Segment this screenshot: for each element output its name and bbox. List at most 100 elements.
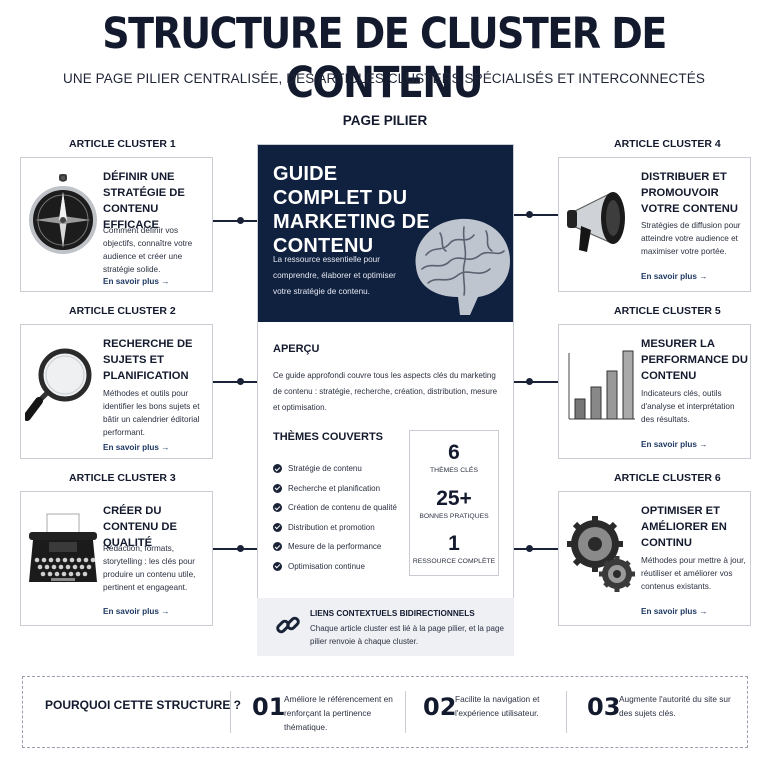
cluster-desc-6: Méthodes pour mettre à jour, réutiliser …	[641, 556, 746, 591]
cluster-title-3: CRÉER DU CONTENU DE QUALITÉ	[103, 505, 177, 549]
megaphone-icon	[563, 168, 639, 264]
why-box: POURQUOI CETTE STRUCTURE ? 01 Améliore l…	[22, 676, 748, 748]
cluster-card-4[interactable]: DISTRIBUER ET PROMOUVOIR VOTRE CONTENU S…	[558, 157, 751, 292]
stat-label: RESSOURCE COMPLÈTE	[412, 558, 496, 565]
cluster-desc-2: Méthodes et outils pour identifier les b…	[103, 389, 200, 437]
stat-label: THÈMES CLÉS	[430, 467, 478, 474]
check-icon	[273, 464, 282, 474]
connector-dot-5	[526, 378, 533, 385]
connector-4	[514, 214, 558, 216]
connector-5	[514, 381, 558, 383]
check-icon	[273, 483, 282, 493]
theme-item: Stratégie de contenu	[273, 459, 413, 479]
cluster-card-3[interactable]: CRÉER DU CONTENU DE QUALITÉ Rédaction, f…	[20, 491, 213, 626]
connector-3	[213, 548, 257, 550]
why-divider	[405, 691, 406, 733]
theme-item: Mesure de la performance	[273, 537, 413, 557]
cluster-title-5: MESURER LA PERFORMANCE DU CONTENU	[641, 338, 748, 382]
stat-resource: 1 RESSOURCE COMPLÈTE	[410, 532, 498, 565]
connector-2	[213, 381, 257, 383]
links-text: Chaque article cluster est lié à la page…	[310, 624, 504, 646]
cluster-link-3[interactable]: En savoir plus →	[103, 607, 170, 616]
links-box: LIENS CONTEXTUELS BIDIRECTIONNELS Chaque…	[257, 598, 514, 656]
cluster-label-3: ARTICLE CLUSTER 3	[69, 472, 176, 484]
cluster-link-5[interactable]: En savoir plus →	[641, 440, 708, 449]
cluster-link-6[interactable]: En savoir plus →	[641, 607, 708, 616]
themes-list: Stratégie de contenu Recherche et planif…	[273, 459, 413, 576]
cluster-title-2: RECHERCHE DE SUJETS ET PLANIFICATION	[103, 338, 193, 382]
connector-dot-1	[237, 217, 244, 224]
links-title: LIENS CONTEXTUELS BIDIRECTIONNELS	[310, 609, 475, 618]
overview-title: APERÇU	[273, 343, 320, 355]
pillar-card[interactable]: GUIDE COMPLET DU MARKETING DE CONTENU La…	[257, 144, 514, 656]
theme-label: Distribution et promotion	[288, 522, 375, 532]
theme-label: Recherche et planification	[288, 483, 381, 493]
cluster-card-5[interactable]: MESURER LA PERFORMANCE DU CONTENU Indica…	[558, 324, 751, 459]
pillar-hero-title: GUIDE COMPLET DU MARKETING DE CONTENU	[273, 163, 430, 257]
brain-icon	[406, 205, 513, 322]
theme-label: Mesure de la performance	[288, 542, 382, 552]
check-icon	[273, 542, 282, 552]
cluster-label-1: ARTICLE CLUSTER 1	[69, 138, 176, 150]
chain-link-icon	[274, 611, 302, 639]
why-text: Facilite la navigation et l'expérience u…	[455, 694, 540, 718]
cluster-title-6: OPTIMISER ET AMÉLIORER EN CONTINU	[641, 505, 727, 549]
why-text: Augmente l'autorité du site sur des suje…	[619, 694, 731, 718]
connector-dot-2	[237, 378, 244, 385]
why-divider	[230, 691, 231, 733]
why-number: 02	[423, 693, 457, 721]
theme-label: Optimisation continue	[288, 561, 365, 571]
check-icon	[273, 503, 282, 513]
cluster-card-2[interactable]: RECHERCHE DE SUJETS ET PLANIFICATION Mét…	[20, 324, 213, 459]
why-title: POURQUOI CETTE STRUCTURE ?	[45, 698, 242, 712]
connector-dot-4	[526, 211, 533, 218]
magnifier-icon	[23, 335, 101, 431]
connector-dot-6	[526, 545, 533, 552]
cluster-link-1[interactable]: En savoir plus →	[103, 277, 170, 286]
why-divider	[566, 691, 567, 733]
page-subtitle: UNE PAGE PILIER CENTRALISÉE, DES ARTICLE…	[63, 71, 705, 86]
stat-practices: 25+ BONNES PRATIQUES	[410, 487, 498, 520]
pillar-hero-desc: La ressource essentielle pour comprendre…	[273, 255, 396, 296]
themes-title: THÈMES COUVERTS	[273, 431, 384, 443]
theme-label: Stratégie de contenu	[288, 464, 362, 474]
theme-item: Recherche et planification	[273, 479, 413, 499]
stat-value: 25+	[436, 487, 472, 510]
stat-value: 6	[448, 441, 460, 464]
cluster-desc-3: Rédaction, formats, storytelling : les c…	[103, 544, 196, 592]
stat-label: BONNES PRATIQUES	[419, 513, 489, 520]
pillar-hero: GUIDE COMPLET DU MARKETING DE CONTENU La…	[258, 145, 513, 322]
cluster-label-6: ARTICLE CLUSTER 6	[614, 472, 721, 484]
stats-box: 6 THÈMES CLÉS 25+ BONNES PRATIQUES 1 RES…	[409, 430, 499, 576]
check-icon	[273, 522, 282, 532]
overview-text: Ce guide approfondi couvre tous les aspe…	[273, 371, 498, 412]
cluster-desc-5: Indicateurs clés, outils d'analyse et in…	[641, 389, 735, 424]
theme-item: Distribution et promotion	[273, 518, 413, 538]
cluster-card-1[interactable]: DÉFINIR UNE STRATÉGIE DE CONTENU EFFICAC…	[20, 157, 213, 292]
stat-themes: 6 THÈMES CLÉS	[410, 441, 498, 474]
theme-label: Création de contenu de qualité	[288, 503, 397, 513]
cluster-label-5: ARTICLE CLUSTER 5	[614, 305, 721, 317]
page-title: STRUCTURE DE CLUSTER DE CONTENU	[102, 8, 667, 108]
cluster-desc-4: Stratégies de diffusion pour atteindre v…	[641, 221, 741, 256]
typewriter-icon	[25, 502, 101, 598]
cluster-link-4[interactable]: En savoir plus →	[641, 272, 708, 281]
bar-chart-icon	[563, 335, 639, 431]
cluster-label-2: ARTICLE CLUSTER 2	[69, 305, 176, 317]
why-number: 03	[587, 693, 621, 721]
compass-icon	[25, 168, 101, 264]
cluster-link-2[interactable]: En savoir plus →	[103, 443, 170, 452]
connector-1	[213, 220, 257, 222]
cluster-title-1: DÉFINIR UNE STRATÉGIE DE CONTENU EFFICAC…	[103, 171, 185, 231]
gears-icon	[563, 502, 639, 598]
why-text: Améliore le référencement en renforçant …	[284, 694, 393, 732]
cluster-desc-1: Comment définir vos objectifs, connaître…	[103, 226, 193, 274]
connector-6	[514, 548, 558, 550]
cluster-card-6[interactable]: OPTIMISER ET AMÉLIORER EN CONTINU Méthod…	[558, 491, 751, 626]
cluster-title-4: DISTRIBUER ET PROMOUVOIR VOTRE CONTENU	[641, 171, 738, 215]
connector-dot-3	[237, 545, 244, 552]
cluster-label-4: ARTICLE CLUSTER 4	[614, 138, 721, 150]
theme-item: Optimisation continue	[273, 557, 413, 577]
check-icon	[273, 561, 282, 571]
pillar-label: PAGE PILIER	[342, 113, 428, 128]
